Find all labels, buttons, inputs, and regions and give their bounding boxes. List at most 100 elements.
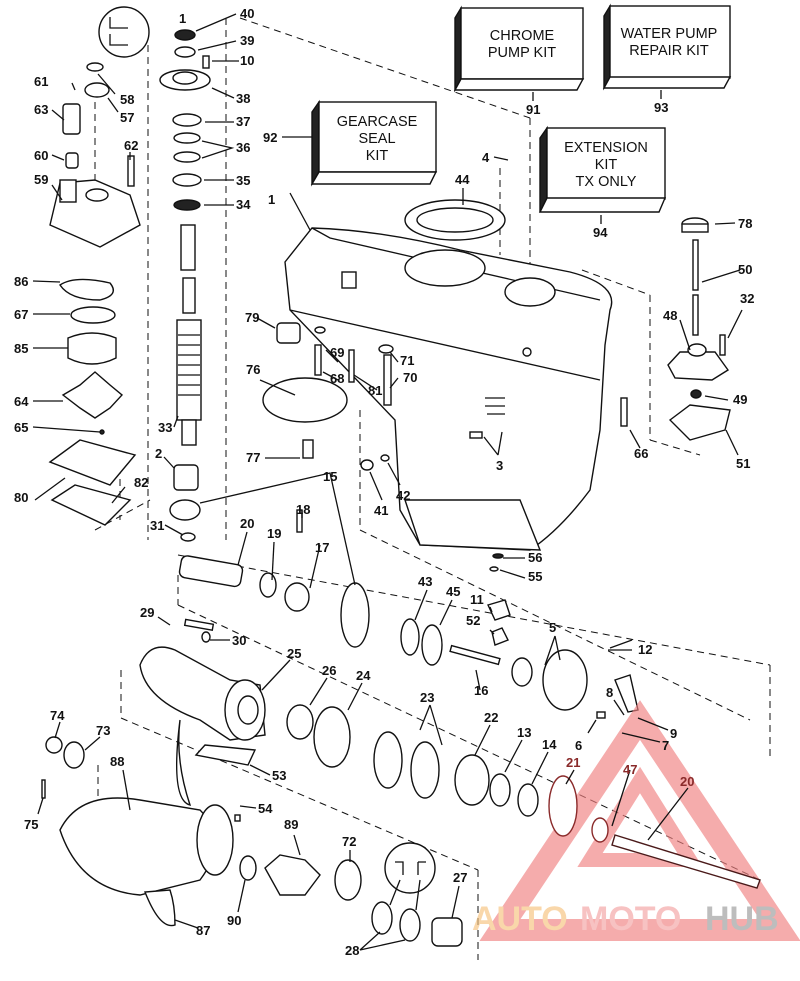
- part-label: 40: [240, 6, 254, 21]
- part-label: 71: [400, 353, 414, 368]
- part-label: 8: [606, 685, 613, 700]
- part-label: 66: [634, 446, 648, 461]
- part-label: 73: [96, 723, 110, 738]
- kit-label-line: TX ONLY: [576, 174, 637, 190]
- kit-box-chrome-pump: CHROME PUMP KIT: [453, 5, 585, 93]
- part-label: 1: [179, 11, 186, 26]
- part-label: 14: [542, 737, 557, 752]
- part-label: 58: [120, 92, 134, 107]
- part-label: 88: [110, 754, 124, 769]
- part-label: 62: [124, 138, 138, 153]
- water-pump-assembly: [48, 6, 196, 526]
- part-label: 78: [738, 216, 752, 231]
- kit-label-line: PUMP KIT: [488, 45, 556, 61]
- part-label: 90: [227, 913, 241, 928]
- part-label: 23: [420, 690, 434, 705]
- kit-box-gearcase-seal: GEARCASE SEAL KIT: [310, 99, 438, 187]
- part-label: 1: [268, 192, 275, 207]
- part-label: 12: [638, 642, 652, 657]
- part-label: 92: [263, 130, 277, 145]
- kit-label-line: KIT: [595, 157, 618, 173]
- part-label: 15: [323, 469, 337, 484]
- part-label: 80: [14, 490, 28, 505]
- part-label: 2: [155, 446, 162, 461]
- part-label: 9: [670, 726, 677, 741]
- part-label: 74: [50, 708, 65, 723]
- part-label: 20: [680, 774, 694, 789]
- part-label: 3: [496, 458, 503, 473]
- part-label: 53: [272, 768, 286, 783]
- part-number-labels: 1 40 39 10 38 37 36 35 34 61 58 57 63 62…: [14, 6, 754, 958]
- part-label: 41: [374, 503, 388, 518]
- part-label: 52: [466, 613, 480, 628]
- part-label: 6: [575, 738, 582, 753]
- part-label: 5: [549, 620, 556, 635]
- part-label: 25: [287, 646, 301, 661]
- part-label: 65: [14, 420, 28, 435]
- part-label: 7: [662, 738, 669, 753]
- part-label: 36: [236, 140, 250, 155]
- part-label: 13: [517, 725, 531, 740]
- watermark-overlaid-parts: [548, 775, 761, 889]
- watermark-auto: AUTO: [472, 900, 568, 938]
- part-label: 11: [470, 592, 484, 607]
- part-label: 27: [453, 870, 467, 885]
- part-label: 69: [330, 345, 344, 360]
- part-label: 49: [733, 392, 747, 407]
- part-label: 37: [236, 114, 250, 129]
- part-label: 39: [240, 33, 254, 48]
- part-label: 51: [736, 456, 750, 471]
- part-label: 28: [345, 943, 359, 958]
- part-label: 79: [245, 310, 259, 325]
- part-label: 81: [368, 383, 382, 398]
- part-label: 20: [240, 516, 254, 531]
- leader-lines: [32, 13, 743, 951]
- part-label: 10: [240, 53, 254, 68]
- part-label: 35: [236, 173, 250, 188]
- part-label: 43: [418, 574, 432, 589]
- part-label: 76: [246, 362, 260, 377]
- part-label: 55: [528, 569, 542, 584]
- gearcase-housing: [284, 199, 613, 551]
- watermark-hub: HUB: [705, 900, 779, 938]
- kit-label-line: WATER PUMP: [621, 26, 718, 42]
- part-label: 34: [236, 197, 251, 212]
- part-label: 60: [34, 148, 48, 163]
- kit-label-line: GEARCASE: [337, 114, 418, 130]
- shift-rod-assembly: [620, 217, 731, 441]
- gear-train-assembly: [178, 509, 639, 719]
- part-label: 30: [232, 633, 246, 648]
- part-label: 59: [34, 172, 48, 187]
- part-label: 94: [593, 225, 608, 240]
- part-label: 89: [284, 817, 298, 832]
- part-label: 75: [24, 817, 38, 832]
- part-label: 16: [474, 683, 488, 698]
- part-label: 45: [446, 584, 460, 599]
- kit-box-extension-tx-only: EXTENSION KIT TX ONLY: [538, 125, 667, 213]
- part-label: 87: [196, 923, 210, 938]
- part-label: 64: [14, 394, 29, 409]
- part-label: 86: [14, 274, 28, 289]
- drive-shaft-assembly: [159, 55, 211, 542]
- kit-box-water-pump-repair: WATER PUMP REPAIR KIT: [602, 3, 732, 91]
- watermark-logo: AUTO MOTO HUB: [472, 700, 800, 941]
- part-label: 22: [484, 710, 498, 725]
- part-label: 24: [356, 668, 371, 683]
- part-label: 50: [738, 262, 752, 277]
- part-label: 68: [330, 371, 344, 386]
- part-label: 42: [396, 488, 410, 503]
- part-label: 72: [342, 834, 356, 849]
- part-label: 67: [14, 307, 28, 322]
- part-label: 85: [14, 341, 28, 356]
- part-label: 91: [526, 102, 540, 117]
- part-label: 48: [663, 308, 677, 323]
- part-label: 31: [150, 518, 164, 533]
- part-label: 70: [403, 370, 417, 385]
- kit-label-line: CHROME: [490, 28, 555, 44]
- propeller-assembly: [41, 646, 539, 947]
- part-label: 54: [258, 801, 273, 816]
- part-label: 17: [315, 540, 329, 555]
- kit-label-line: EXTENSION: [564, 140, 648, 156]
- anode-and-bolts: [262, 322, 505, 572]
